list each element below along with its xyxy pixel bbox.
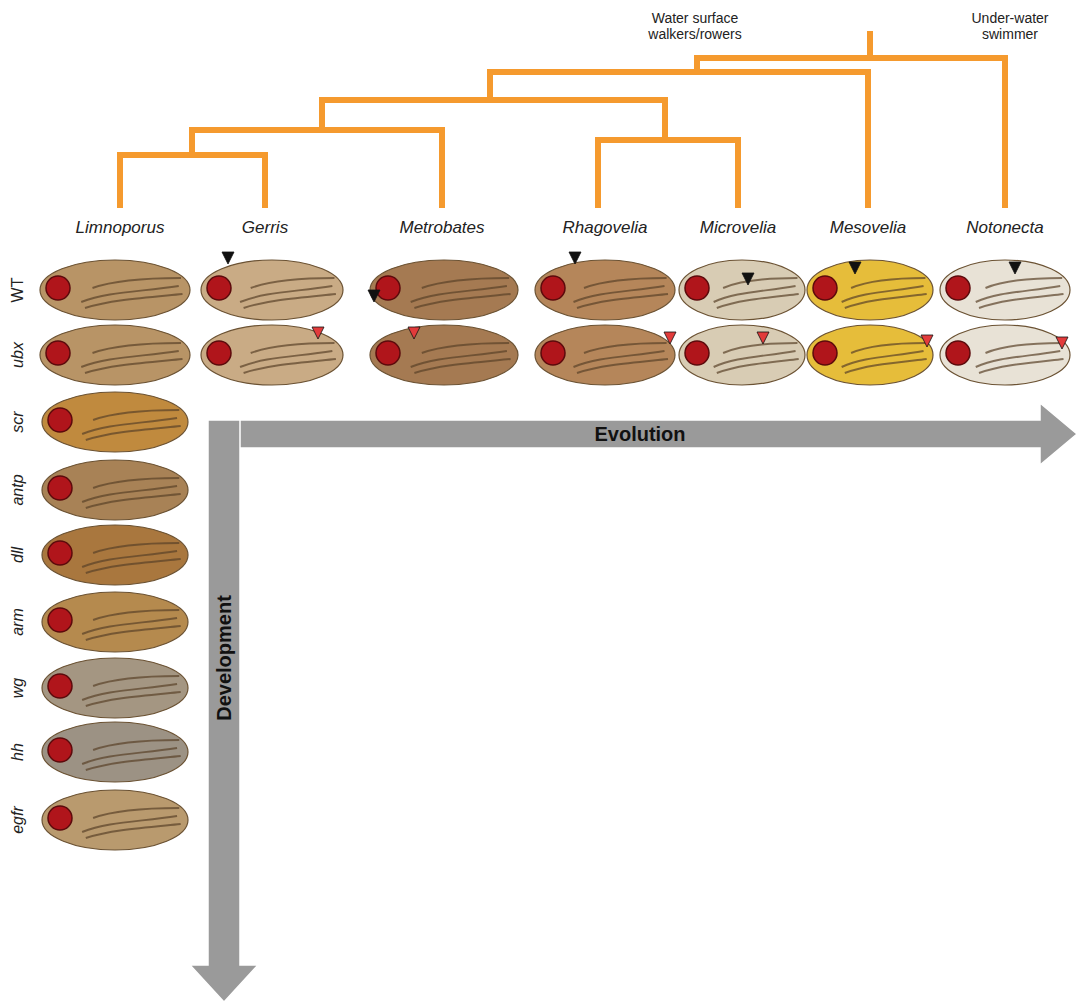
pointer-arrowhead xyxy=(222,252,234,264)
clade-label: Water surface walkers/rowers xyxy=(639,10,751,42)
embryo xyxy=(40,260,190,320)
pointer-arrowhead xyxy=(664,332,676,344)
clade-label: Under-water swimmer xyxy=(964,10,1056,42)
pointer-arrowhead xyxy=(1056,337,1068,349)
phylogenetic-tree xyxy=(120,34,1005,205)
embryo-photos xyxy=(40,252,1070,850)
embryo xyxy=(535,260,675,320)
embryo xyxy=(807,260,933,320)
species-name: Notonecta xyxy=(966,218,1044,238)
row-label: antp xyxy=(9,474,27,505)
species-name: Rhagovelia xyxy=(562,218,647,238)
embryo xyxy=(370,325,518,385)
pointer-arrowhead xyxy=(921,335,933,347)
row-label: WT xyxy=(9,278,27,303)
row-label: egfr xyxy=(9,806,27,834)
embryo xyxy=(535,325,675,385)
pointer-arrowhead xyxy=(368,290,380,302)
row-label: dll xyxy=(9,547,27,563)
embryo xyxy=(42,525,188,585)
row-label: ubx xyxy=(9,342,27,368)
embryo xyxy=(940,325,1070,385)
arrow-label: Evolution xyxy=(594,423,685,446)
row-label: scr xyxy=(9,411,27,432)
embryo xyxy=(679,325,805,385)
pointer-arrowhead xyxy=(1009,262,1021,274)
pointer-arrowhead xyxy=(849,262,861,274)
species-name: Gerris xyxy=(242,218,288,238)
row-label: arm xyxy=(9,608,27,636)
embryo xyxy=(42,658,188,718)
embryo xyxy=(42,722,188,782)
arrow-label: Development xyxy=(213,595,236,721)
development-arrow: Development xyxy=(188,418,260,1005)
row-label: hh xyxy=(9,743,27,761)
pointer-arrowhead xyxy=(408,327,420,339)
species-name: Microvelia xyxy=(700,218,777,238)
species-name: Metrobates xyxy=(399,218,484,238)
pointer-arrowhead xyxy=(312,327,324,339)
embryo xyxy=(40,325,190,385)
pointer-arrowhead xyxy=(757,332,769,344)
species-name: Mesovelia xyxy=(830,218,907,238)
evolution-arrow: Evolution xyxy=(208,400,1079,468)
embryo xyxy=(42,790,188,850)
species-name: Limnoporus xyxy=(76,218,165,238)
pointer-arrowhead xyxy=(742,273,754,285)
embryo xyxy=(42,460,188,520)
embryo xyxy=(370,260,518,320)
embryo xyxy=(42,592,188,652)
embryo xyxy=(201,260,343,320)
row-label: wg xyxy=(9,678,27,698)
embryo xyxy=(807,325,933,385)
pointer-arrowhead xyxy=(569,252,581,264)
embryo xyxy=(940,260,1070,320)
embryo xyxy=(201,325,343,385)
embryo xyxy=(42,392,188,452)
embryo xyxy=(679,260,805,320)
